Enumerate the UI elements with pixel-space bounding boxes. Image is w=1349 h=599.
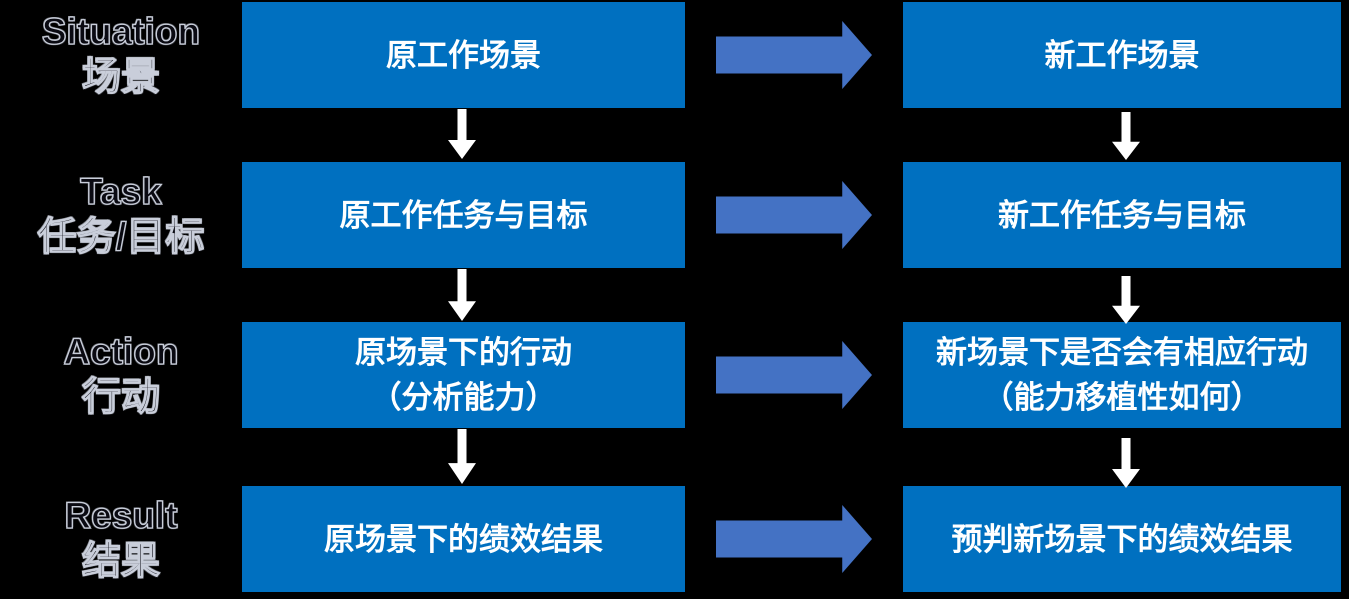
flow-row-situation: Situation 场景 原工作场景 新工作场景 [0,2,1349,108]
down-arrow-icon-old-2 [448,269,476,321]
row-label-action: Action 行动 [0,322,242,428]
box-text-line: （分析能力） [370,380,557,415]
new-result-box: 预判新场景下的绩效结果 [903,486,1341,592]
old-action-box: 原场景下的行动 （分析能力） [242,322,685,428]
old-result-box: 原场景下的绩效结果 [242,486,685,592]
right-arrow-icon-row1 [716,21,872,89]
row-label-zh: 结果 [81,539,160,583]
box-text-line: 原场景下的绩效结果 [324,521,603,557]
down-arrow-icon-new-3 [1112,438,1140,488]
row-label-zh: 行动 [81,375,160,419]
row-label-en: Result [64,494,178,536]
new-work-scene-box: 新工作场景 [903,2,1341,108]
right-arrow-icon-row2 [716,181,872,249]
flow-row-task: Task 任务/目标 原工作任务与目标 新工作任务与目标 [0,162,1349,268]
row-label-task: Task 任务/目标 [0,162,242,268]
old-work-scene-box: 原工作场景 [242,2,685,108]
row-label-zh: 场景 [81,55,160,99]
down-arrow-icon-old-1 [448,109,476,159]
down-arrow-icon-old-3 [448,429,476,484]
box-text-line: 新场景下是否会有相应行动 [936,335,1308,370]
box-text-line: 预判新场景下的绩效结果 [951,521,1293,557]
row-label-zh: 任务/目标 [37,215,205,259]
new-action-box: 新场景下是否会有相应行动 （能力移植性如何） [903,322,1341,428]
box-text-line: 原工作场景 [386,37,541,73]
old-task-box: 原工作任务与目标 [242,162,685,268]
row-label-result: Result 结果 [0,486,242,592]
right-arrow-icon-row3 [716,341,872,409]
down-arrow-icon-new-2 [1112,276,1140,324]
flow-row-result: Result 结果 原场景下的绩效结果 预判新场景下的绩效结果 [0,486,1349,592]
flow-row-action: Action 行动 原场景下的行动 （分析能力） 新场景下是否会有相应行动 （能… [0,322,1349,428]
row-label-situation: Situation 场景 [0,2,242,108]
box-text-line: 原工作任务与目标 [339,197,588,233]
row-label-en: Task [80,170,163,212]
box-text-line: 原场景下的行动 [355,335,572,370]
row-label-en: Action [63,330,179,372]
new-task-box: 新工作任务与目标 [903,162,1341,268]
box-text-line: 新工作任务与目标 [998,197,1246,233]
down-arrow-icon-new-1 [1112,112,1140,160]
box-text-line: （能力移植性如何） [982,380,1262,415]
right-arrow-icon-row4 [716,505,872,573]
row-label-en: Situation [41,10,201,52]
box-text-line: 新工作场景 [1044,37,1200,73]
